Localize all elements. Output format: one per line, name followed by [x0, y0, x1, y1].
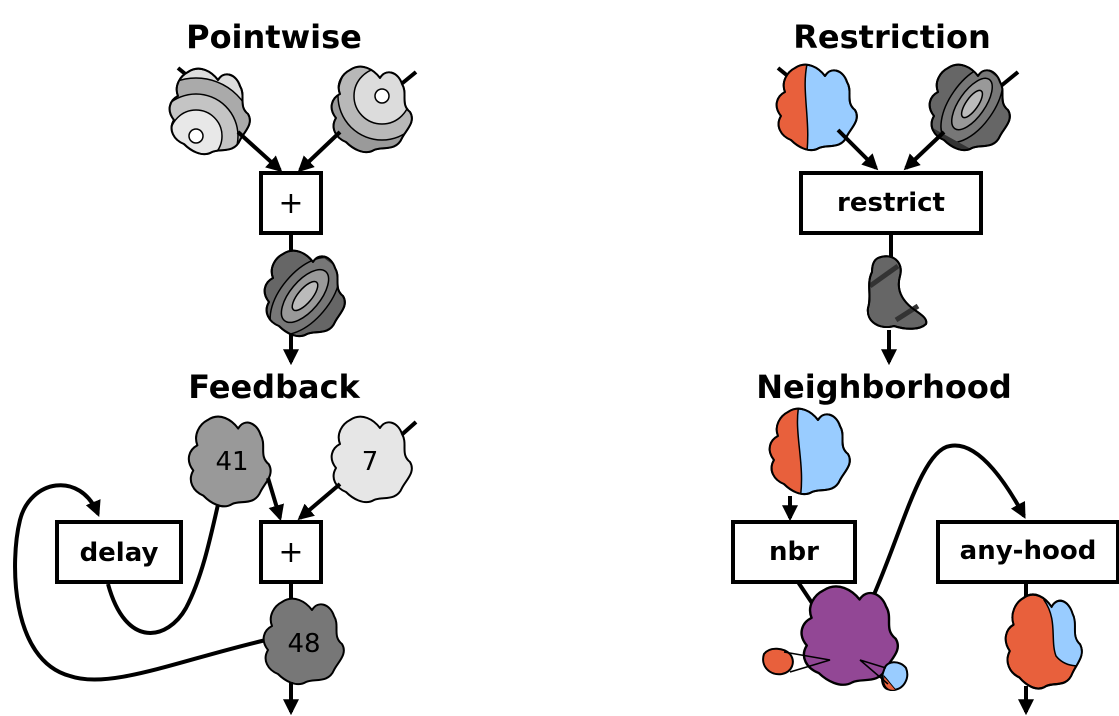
arrow-41-to-plus	[266, 477, 284, 522]
value-field-7: 7	[330, 415, 413, 504]
nbr-label: nbr	[769, 537, 819, 567]
value-41-label: 41	[215, 447, 248, 477]
arrow-domain-to-restrict	[836, 128, 879, 171]
delay-box: delay	[55, 520, 183, 584]
neighbor-link-right	[859, 659, 889, 685]
domain-field	[775, 63, 858, 152]
anyhood-box: any-hood	[936, 520, 1119, 584]
feedback-panel: Feedback delay 41 7 + 48	[13, 368, 418, 716]
value-7-label: 7	[362, 447, 379, 477]
restrict-operator-box: restrict	[799, 171, 983, 235]
plus-operator-box: +	[259, 171, 323, 235]
feedback-loop-arrow	[13, 483, 267, 682]
purple-to-anyhood-arrow	[866, 443, 1026, 609]
arrow-value-to-restrict	[903, 130, 946, 171]
feedback-title: Feedback	[188, 368, 360, 406]
value-field-41: 41	[187, 415, 272, 508]
arrow-b-to-plus	[297, 130, 342, 173]
neighborhood-input-field	[768, 407, 851, 496]
neighbor-sample-left	[762, 647, 794, 676]
value-48-label: 48	[287, 629, 320, 659]
plus-label: +	[278, 535, 303, 570]
anyhood-label: any-hood	[960, 536, 1097, 566]
neighborhood-title: Neighborhood	[756, 368, 1011, 406]
delay-to-value-curve	[106, 477, 226, 635]
restrict-label: restrict	[837, 188, 945, 218]
value-field-48: 48	[262, 597, 345, 686]
value-field	[928, 63, 1011, 152]
restricted-output-field	[866, 255, 928, 330]
pointwise-title: Pointwise	[186, 18, 362, 56]
pointwise-panel: Pointwise	[168, 18, 418, 366]
neighbor-link-left	[783, 651, 831, 673]
restriction-title: Restriction	[793, 18, 990, 56]
neighbor-sample-right	[881, 661, 909, 691]
output-field	[263, 249, 346, 338]
nbr-box: nbr	[731, 520, 857, 584]
plus-operator-box: +	[259, 520, 323, 584]
arrow-7-to-plus	[297, 482, 342, 521]
restriction-panel: Restriction restr	[775, 18, 1020, 366]
plus-label: +	[278, 186, 303, 221]
arrow-a-to-plus	[236, 130, 283, 173]
delay-label: delay	[80, 538, 159, 568]
input-field-a	[168, 67, 251, 156]
anyhood-output-field	[1004, 593, 1083, 690]
neighborhood-panel: Neighborhood nbr	[731, 368, 1119, 716]
